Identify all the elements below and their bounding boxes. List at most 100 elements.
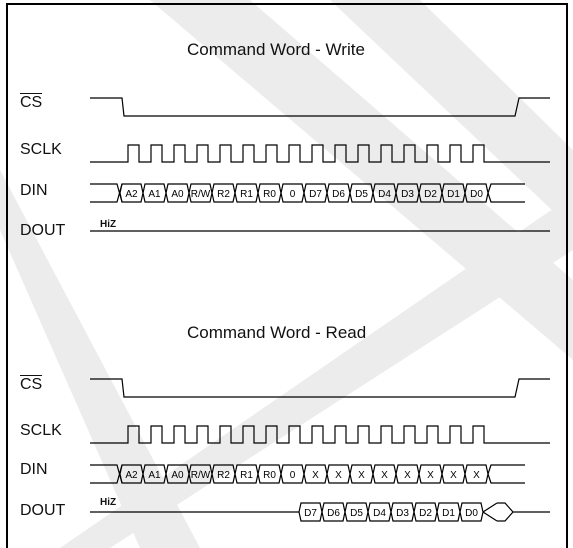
write-sclk-label: SCLK — [20, 141, 62, 158]
write-dout-label: DOUT — [20, 222, 66, 239]
read-dout-bit-label: D6 — [327, 508, 340, 519]
read-din-bit-label: X — [381, 470, 388, 481]
write-title: Command Word - Write — [187, 40, 365, 59]
write-din-label: DIN — [20, 182, 48, 199]
read-dout-bit-cell — [459, 502, 484, 522]
read-dout-bit-label: D3 — [396, 508, 409, 519]
write-din-bit-label: D6 — [332, 189, 345, 200]
write-din-bit-cell — [464, 183, 489, 203]
read-dout-bit-cell — [298, 502, 323, 522]
read-dout-bit-label: D5 — [350, 508, 363, 519]
read-din-label: DIN — [20, 461, 48, 478]
read-dout-bit-cell — [321, 502, 346, 522]
write-hiz-label: HiZ — [100, 219, 117, 230]
write-din-bit-label: D7 — [309, 189, 322, 200]
read-din-bit-label: 0 — [290, 470, 296, 481]
read-din-bit-cell — [464, 464, 489, 484]
read-dout-tail — [482, 502, 550, 522]
read-din-tail-top — [487, 464, 525, 475]
write-din-bit-cell — [188, 183, 213, 203]
write-din-bit-cell — [441, 183, 466, 203]
read-din-bit-cell — [119, 464, 144, 484]
write-din-bit-label: R0 — [263, 189, 276, 200]
read-title: Command Word - Read — [187, 323, 367, 342]
read-din-bit-label: A0 — [171, 470, 184, 481]
write-din-bit-label: A0 — [171, 189, 184, 200]
read-din-bit-label: X — [312, 470, 319, 481]
read-dout-bit-label: D4 — [373, 508, 386, 519]
read-cs-label: CS — [20, 375, 43, 393]
read-dout-bit-label: D7 — [304, 508, 317, 519]
write-din-bit-cell — [280, 183, 305, 203]
write-din-bit-cell — [142, 183, 167, 203]
read-din-bit-label: X — [427, 470, 434, 481]
read-dout-bit-cell — [436, 502, 461, 522]
read-din-bit-cell — [326, 464, 351, 484]
read-dout-bit-label: D2 — [419, 508, 432, 519]
read-sclk-wave — [90, 425, 550, 444]
write-din-bit-label: D2 — [424, 189, 437, 200]
write-din-bit-cell — [349, 183, 374, 203]
read-hiz-label: HiZ — [100, 497, 117, 508]
write-din-bit-label: D5 — [355, 189, 368, 200]
read-din-bit-label: A1 — [148, 470, 161, 481]
read-dout-bit-label: D0 — [465, 508, 478, 519]
read-din-bit-cell — [211, 464, 236, 484]
write-din-bit-cell — [395, 183, 420, 203]
read-dout-bit-label: D1 — [442, 508, 455, 519]
read-sclk-label: SCLK — [20, 422, 62, 439]
read-dout-bit-cell — [367, 502, 392, 522]
write-din-bit-label: A2 — [125, 189, 138, 200]
write-din-bit-label: D1 — [447, 189, 460, 200]
read-din-bit-label: R0 — [263, 470, 276, 481]
read-dout-bit-cell — [390, 502, 415, 522]
write-din-bit-label: D3 — [401, 189, 414, 200]
write-din-bit-cell — [303, 183, 328, 203]
write-din-bit-cell — [418, 183, 443, 203]
read-din-bit-cell — [280, 464, 305, 484]
read-din-tail-bottom — [487, 473, 525, 484]
diagram-frame — [6, 3, 568, 548]
write-din-bit-label: D4 — [378, 189, 391, 200]
read-din-bit-cell — [395, 464, 420, 484]
read-din-bit-cell — [257, 464, 282, 484]
read-din-bit-label: X — [358, 470, 365, 481]
read-cs-wave — [90, 378, 550, 398]
write-din-bit-label: A1 — [148, 189, 161, 200]
read-din-bit-cell — [372, 464, 397, 484]
write-din-bit-cell — [257, 183, 282, 203]
read-din-bit-label: R1 — [240, 470, 253, 481]
write-din-bit-cell — [234, 183, 259, 203]
write-din-bit-cell — [165, 183, 190, 203]
read-din-bit-cell — [441, 464, 466, 484]
write-cs-wave — [90, 97, 550, 117]
write-din-tail-top — [487, 183, 525, 194]
write-din-bit-cell — [372, 183, 397, 203]
read-din-bit-cell — [165, 464, 190, 484]
write-din-bit-cell — [119, 183, 144, 203]
read-din-bit-label: R/W — [191, 470, 211, 481]
write-cs-label: CS — [20, 93, 43, 111]
read-dout-bit-cell — [413, 502, 438, 522]
write-din-tail-bottom — [487, 192, 525, 203]
write-din-bit-cell — [326, 183, 351, 203]
write-din-bit-label: R/W — [191, 189, 211, 200]
read-din-bit-label: X — [450, 470, 457, 481]
read-dout-bit-cell — [344, 502, 369, 522]
read-dout-label: DOUT — [20, 502, 66, 519]
write-din-bit-label: R2 — [217, 189, 230, 200]
read-din-bit-cell — [303, 464, 328, 484]
read-din-bit-cell — [418, 464, 443, 484]
write-din-bit-cell — [211, 183, 236, 203]
write-sclk-wave — [90, 144, 550, 163]
read-din-bit-label: X — [404, 470, 411, 481]
read-din-bit-cell — [188, 464, 213, 484]
read-din-bit-cell — [349, 464, 374, 484]
read-din-bit-cell — [142, 464, 167, 484]
read-din-bit-label: A2 — [125, 470, 138, 481]
read-din-bit-label: R2 — [217, 470, 230, 481]
write-din-bit-label: D0 — [470, 189, 483, 200]
read-din-bit-cell — [234, 464, 259, 484]
